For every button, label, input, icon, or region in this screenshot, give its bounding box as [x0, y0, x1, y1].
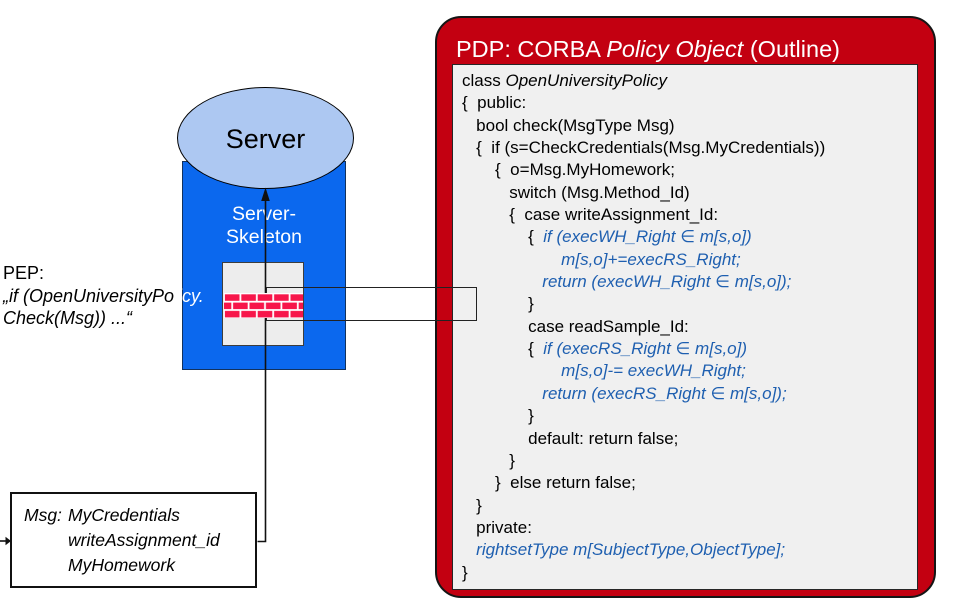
code-line: case readSample_Id: [462, 316, 689, 336]
pep-quote-line2: Check(Msg)) ...“ [3, 308, 133, 328]
pdp-title: PDP: CORBA Policy Object (Outline) [456, 36, 840, 62]
code-line: } else return false; [462, 473, 636, 493]
server-ellipse [177, 87, 354, 189]
msg-label: Msg: [24, 505, 62, 525]
brick-wall-icon [224, 293, 303, 318]
code-line: default: return false; [462, 428, 679, 448]
code-line: { case writeAssignment_Id: [462, 205, 719, 225]
msg-item: writeAssignment_id [68, 530, 220, 550]
code-line: } [462, 406, 534, 426]
policy-code-box: class OpenUniversityPolicy { public: bool… [452, 64, 918, 590]
code-line: bool check(MsgType Msg) [462, 115, 675, 135]
skeleton-label: Server- Skeleton [182, 203, 346, 249]
code-line: { if (s=CheckCredentials(Msg.MyCredentia… [462, 138, 826, 158]
msg-item: MyHomework [68, 555, 175, 575]
pep-label: PEP: [3, 263, 45, 283]
msg-item: MyCredentials [68, 505, 180, 525]
code-line: rightsetType m[SubjectType,ObjectType]; [462, 540, 786, 560]
code-line: m[s,o]+=execRS_Right; [462, 249, 741, 269]
msg-box: Msg: MyCredentials writeAssignment_id MyH… [10, 492, 257, 588]
pep-quote-line1: „if (OpenUniversityPolicy. [3, 286, 204, 306]
code-line: class OpenUniversityPolicy [462, 71, 668, 90]
skeleton-label-line1: Server- [232, 203, 296, 225]
code-line: { if (execRS_Right ∈ m[s,o]) [462, 339, 748, 359]
skeleton-label-line2: Skeleton [226, 226, 302, 248]
code-line: } [462, 450, 515, 470]
code-line: { if (execWH_Right ∈ m[s,o]) [462, 227, 752, 247]
pep-annotation: PEP: „if (OpenUniversityPolicy. Check(Ms… [3, 261, 204, 329]
code-line: { o=Msg.MyHomework; [462, 160, 676, 180]
code-line: { public: [462, 93, 527, 113]
server-label: Server [225, 124, 306, 154]
code-line: return (execRS_Right ∈ m[s,o]); [542, 383, 787, 403]
code-line: m[s,o]-= execWH_Right; [462, 361, 746, 381]
code-line: return (execWH_Right ∈ m[s,o]); [542, 272, 792, 292]
code-line: } [462, 495, 482, 515]
code-line: } [462, 562, 468, 582]
msg-row: Msg: MyCredentials [24, 503, 255, 528]
code-line: } [462, 294, 534, 314]
code-line: private: [462, 517, 532, 537]
code-line: switch (Msg.Method_Id) [462, 182, 690, 202]
